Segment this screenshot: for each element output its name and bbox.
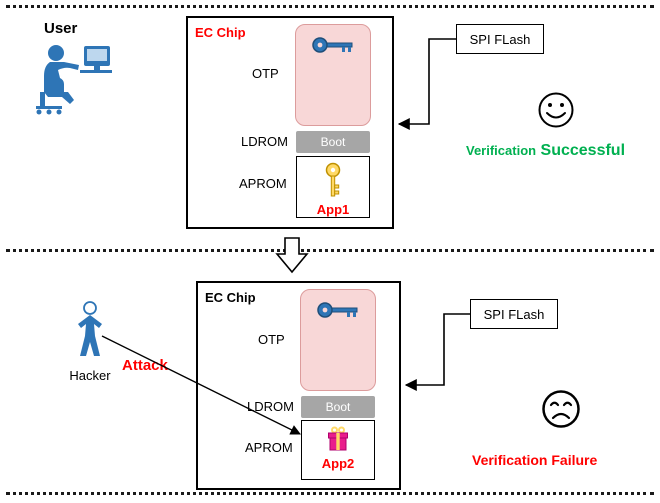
ldrom-label-bottom: LDROM <box>247 399 294 414</box>
blue-key-icon-bottom <box>316 300 360 320</box>
dotted-divider-middle <box>6 249 654 252</box>
verification-success-text: Verification Successful <box>466 142 625 160</box>
app2-label: App2 <box>321 456 355 471</box>
verification-failure-text: Verification Failure <box>472 452 598 468</box>
hacker-person-icon <box>68 300 112 362</box>
hacker-label: Hacker <box>69 368 111 383</box>
otp-region-top <box>295 24 371 126</box>
ldrom-label-top: LDROM <box>241 134 288 149</box>
malicious-gift-icon <box>326 426 350 452</box>
otp-label-top: OTP <box>252 66 279 81</box>
user-label: User <box>44 20 78 37</box>
spi-to-chip-arrow-bottom <box>404 313 470 391</box>
aprom-label-top: APROM <box>239 176 287 191</box>
ec-chip-title-top: EC Chip <box>195 25 246 40</box>
spi-to-chip-arrow-top <box>397 38 456 130</box>
spi-flash-box-bottom: SPI FLash <box>470 299 558 329</box>
dotted-divider-bottom <box>6 492 654 495</box>
boot-block-top: Boot <box>296 131 370 153</box>
otp-label-bottom: OTP <box>258 332 285 347</box>
yellow-key-icon <box>323 162 343 198</box>
flow-down-arrow <box>275 237 309 274</box>
dotted-divider-top <box>6 5 654 8</box>
user-at-computer-icon <box>34 40 114 120</box>
aprom-app-box-bottom: App2 <box>301 420 375 480</box>
attack-label: Attack <box>122 357 168 374</box>
ec-chip-title-bottom: EC Chip <box>205 290 256 305</box>
successful-word: Successful <box>540 142 626 159</box>
spi-flash-box-top: SPI FLash <box>456 24 544 54</box>
aprom-app-box-top: App1 <box>296 156 370 218</box>
smiley-face-icon <box>536 90 576 130</box>
verification-word: Verification <box>466 143 537 158</box>
blue-key-icon-top <box>311 35 355 55</box>
boot-block-bottom: Boot <box>301 396 375 418</box>
aprom-label-bottom: APROM <box>245 440 293 455</box>
sad-face-icon <box>540 388 582 430</box>
otp-region-bottom <box>300 289 376 391</box>
app1-label: App1 <box>316 202 350 217</box>
